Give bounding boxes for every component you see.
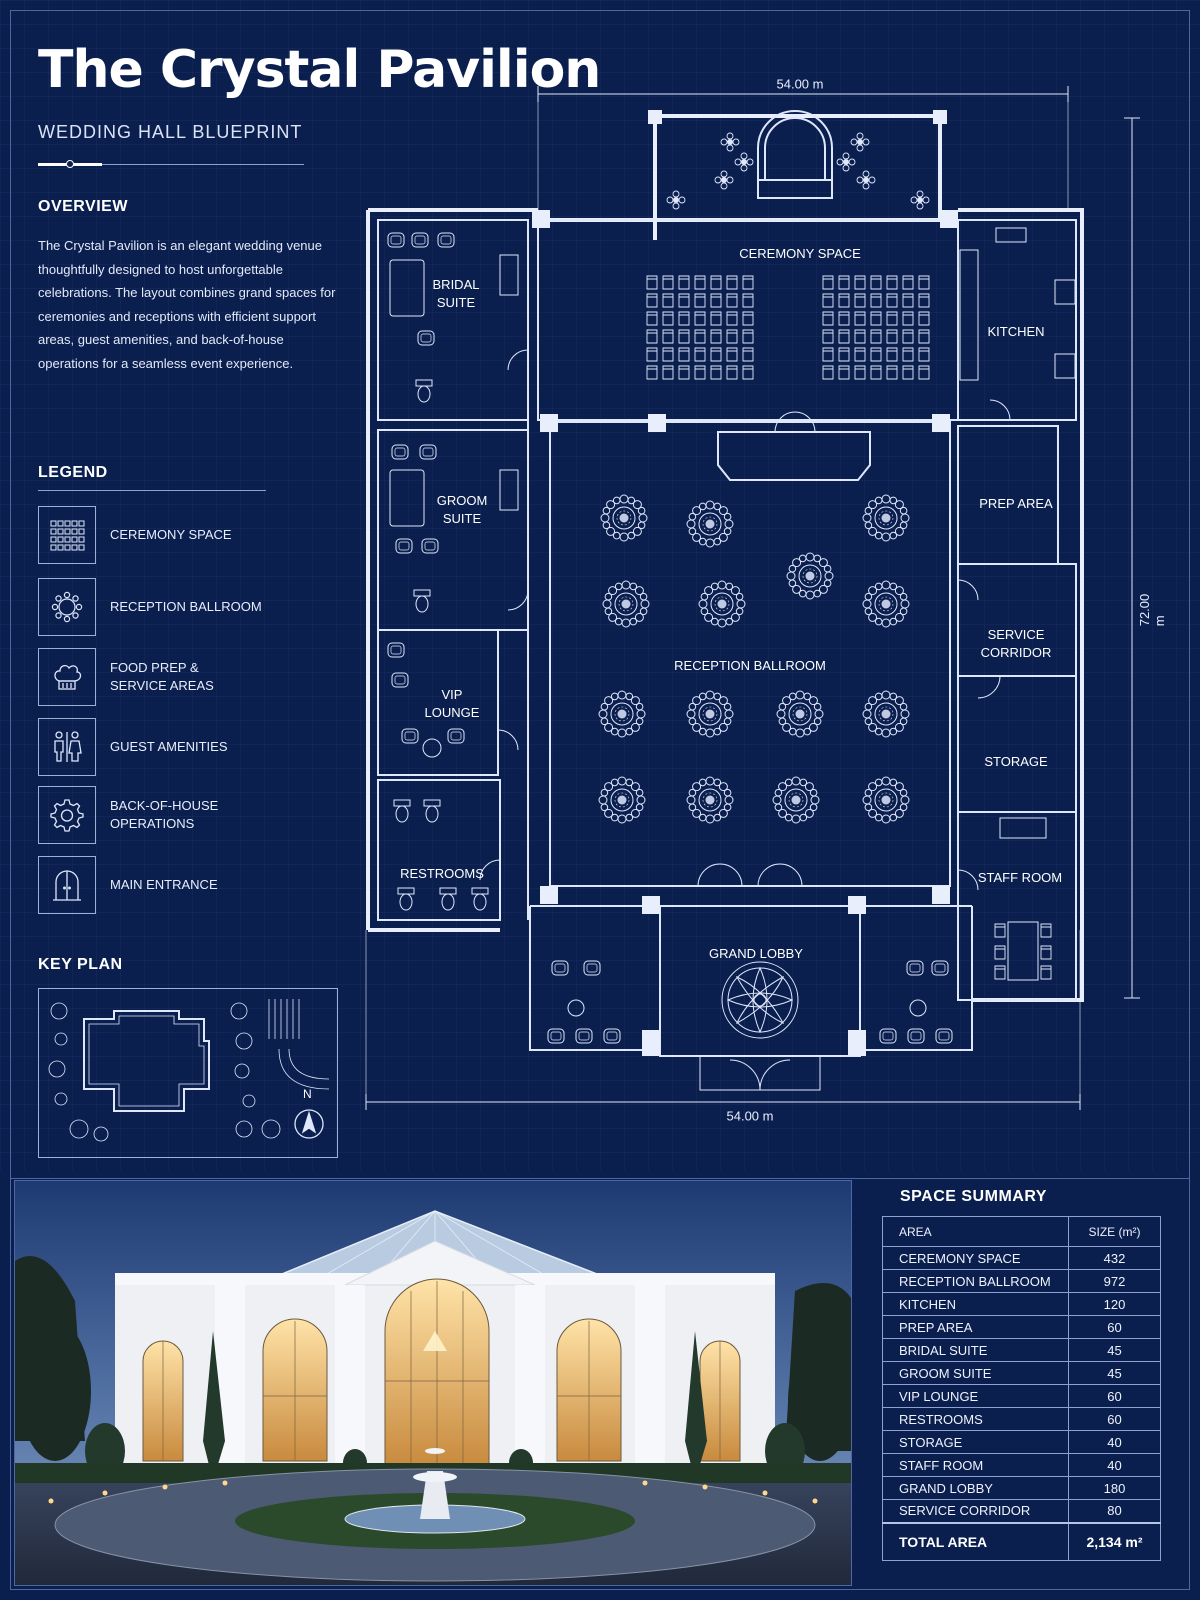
size-cell: 60 (1068, 1384, 1161, 1408)
room-label-prep: PREP AREA (979, 496, 1053, 511)
area-cell: STORAGE (882, 1430, 1069, 1454)
north-label: N (303, 1087, 312, 1101)
area-cell: KITCHEN (882, 1292, 1069, 1316)
dimension-right: 72.00 m (1137, 593, 1167, 627)
subtitle-divider (38, 164, 304, 165)
size-cell: 45 (1068, 1361, 1161, 1385)
legend-divider (38, 490, 266, 491)
area-cell: PREP AREA (882, 1315, 1069, 1339)
room-label-ballroom: RECEPTION BALLROOM (674, 658, 826, 673)
key-plan: N (38, 988, 338, 1158)
bottom-divider (10, 1178, 1190, 1179)
size-cell: 432 (1068, 1246, 1161, 1270)
area-cell: VIP LOUNGE (882, 1384, 1069, 1408)
legend-item-ceremony: CEREMONY SPACE (38, 506, 318, 564)
floor-plan: 54.00 m 54.00 m 72.00 m CEREMONY SPACE B… (360, 70, 1167, 1140)
column-header-size: SIZE (m²) (1068, 1216, 1161, 1247)
room-label-lobby: GRAND LOBBY (709, 946, 803, 961)
floor-plan-drawing (365, 86, 1140, 1110)
legend-label: MAIN ENTRANCE (110, 877, 218, 892)
table-header-row: AREA SIZE (m²) (882, 1216, 1161, 1247)
legend-item-back-of-house: BACK-OF-HOUSE OPERATIONS (38, 786, 318, 844)
size-cell: 60 (1068, 1407, 1161, 1431)
page-frame (10, 10, 1190, 1590)
legend-label: CEREMONY SPACE (110, 527, 232, 542)
total-value: 2,134 m² (1068, 1521, 1161, 1561)
room-label-corridor: SERVICE CORRIDOR (980, 627, 1052, 660)
overview-heading: OVERVIEW (38, 198, 128, 215)
room-label-restrooms: RESTROOMS (400, 866, 484, 881)
size-cell: 180 (1068, 1476, 1161, 1500)
venue-exterior-photo (14, 1180, 852, 1586)
gear-icon (38, 786, 96, 844)
size-cell: 60 (1068, 1315, 1161, 1339)
area-cell: GRAND LOBBY (882, 1476, 1069, 1500)
key-plan-heading: KEY PLAN (38, 956, 123, 973)
area-cell: RECEPTION BALLROOM (882, 1269, 1069, 1293)
restroom-people-icon (38, 718, 96, 776)
page-title: The Crystal Pavilion (38, 40, 601, 100)
legend-item-reception: RECEPTION BALLROOM (38, 578, 318, 636)
overview-text: The Crystal Pavilion is an elegant weddi… (38, 238, 336, 371)
room-label-bridal: BRIDAL SUITE (432, 277, 480, 310)
size-cell: 45 (1068, 1338, 1161, 1362)
area-cell: GROOM SUITE (882, 1361, 1069, 1385)
column-header-area: AREA (882, 1216, 1069, 1247)
size-cell: 120 (1068, 1292, 1161, 1316)
size-cell: 40 (1068, 1453, 1161, 1477)
seating-grid-icon (38, 506, 96, 564)
size-cell: 40 (1068, 1430, 1161, 1454)
size-cell: 972 (1068, 1269, 1161, 1293)
legend-item-guest-amenities: GUEST AMENITIES (38, 718, 318, 776)
legend-label: FOOD PREP & SERVICE AREAS (110, 660, 214, 693)
room-label-groom: GROOM SUITE (436, 493, 488, 526)
space-summary-heading: SPACE SUMMARY (900, 1188, 1047, 1205)
area-cell: CEREMONY SPACE (882, 1246, 1069, 1270)
legend-label: RECEPTION BALLROOM (110, 599, 262, 614)
room-label-staff: STAFF ROOM (977, 870, 1063, 885)
area-cell: RESTROOMS (882, 1407, 1069, 1431)
room-label-vip: VIP LOUNGE (424, 687, 480, 720)
room-label-ceremony: CEREMONY SPACE (739, 246, 861, 261)
subtitle-divider-dot (66, 160, 74, 168)
arched-door-icon (38, 856, 96, 914)
chef-hat-icon (38, 648, 96, 706)
size-cell: 80 (1068, 1499, 1161, 1523)
legend-label: GUEST AMENITIES (110, 739, 228, 754)
room-label-kitchen: KITCHEN (987, 324, 1045, 339)
area-cell: BRIDAL SUITE (882, 1338, 1069, 1362)
legend-heading: LEGEND (38, 464, 108, 481)
dimension-top: 54.00 m (776, 76, 824, 92)
legend-item-main-entrance: MAIN ENTRANCE (38, 856, 318, 914)
blueprint-grid-background (0, 0, 1200, 1170)
dimension-bottom: 54.00 m (726, 1108, 774, 1124)
area-cell: SERVICE CORRIDOR (882, 1499, 1069, 1523)
legend-item-food-prep: FOOD PREP & SERVICE AREAS (38, 648, 318, 706)
page-subtitle: WEDDING HALL BLUEPRINT (38, 122, 303, 142)
total-label: TOTAL AREA (882, 1521, 1069, 1561)
room-label-storage: STORAGE (984, 754, 1048, 769)
legend-label: BACK-OF-HOUSE OPERATIONS (110, 798, 219, 831)
round-table-icon (38, 578, 96, 636)
area-cell: STAFF ROOM (882, 1453, 1069, 1477)
